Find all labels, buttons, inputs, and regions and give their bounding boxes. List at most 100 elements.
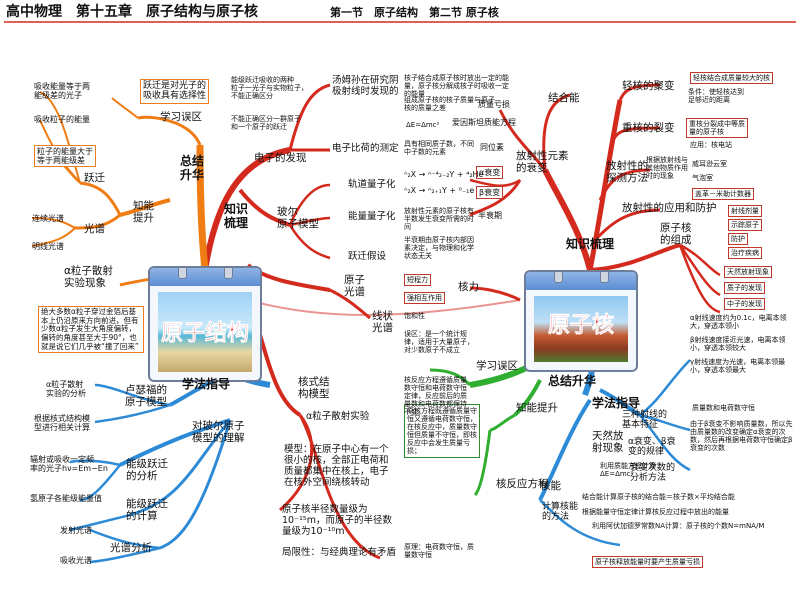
leaf-tracer: 示踪原子 — [728, 219, 762, 232]
leaf-decay-rule2: 由于β衰变不影响质量数，所以先由质量数的改变确定α衰变的次数，然后再根据电荷数守… — [690, 420, 793, 453]
leaf-strong: 强相互作用 — [404, 292, 445, 305]
leaf-saturation: 饱和性 — [404, 312, 425, 320]
leaf-absorb-ge: 粒子的能量大于 等于两能级差 — [34, 145, 96, 168]
center-label-left: 原子结构 — [160, 321, 250, 347]
node-electron: 电子的发现 — [254, 152, 307, 164]
leaf-emission: 发射光谱 — [60, 526, 92, 535]
green-box-note: 核反应方程遵循质量数守恒和电荷数守恒定律，反应前后的质量数和电荷数都保持不变。 — [404, 376, 467, 417]
leaf-heavy-split: 重核分裂成中等质 量的原子核 — [686, 118, 748, 139]
center-node-atomic-structure: 原子结构 — [148, 266, 262, 382]
node-nuclear-force: 核力 — [458, 281, 479, 293]
node-radio-detect: 放射性的 探测方法 — [606, 160, 648, 185]
node-atom-spectrum: 原子 光谱 — [344, 274, 365, 299]
node-improve-right: 知能提升 — [516, 402, 558, 414]
leaf-proton: 质子的发现 — [724, 282, 765, 295]
leaf-avg-binding: 结合能计算原子核的结合能＝核子数×平均结合能 — [582, 493, 735, 501]
node-limitation: 局限性：与经典理论有矛盾 — [282, 547, 397, 558]
leaf-ray-alpha: α射线速度约为0.1c，电离本领大，穿透本领小 — [690, 314, 787, 331]
leaf-radiation-formula: 辐射或吸收一定频 率的光子hν=Em−En — [30, 455, 108, 474]
node-bohr-understand: 对玻尔原子 模型的理解 — [192, 420, 245, 445]
node-spec-analysis: 光谱分析 — [110, 542, 152, 554]
leaf-bright: 明线光谱 — [32, 242, 64, 251]
scatter-box: 绝大多数α粒子穿过金箔后基本上仍沿原来方向前进，但有少数α粒子发生大角度偏转，偏… — [38, 306, 144, 354]
node-review-right: 学习误区 — [476, 360, 518, 372]
green-box-principle: 原理：电荷数守恒，质量数守恒 — [404, 543, 474, 560]
leaf-counter: 盖革－米勒计数器 — [692, 188, 754, 201]
node-summary-right: 总结升华 — [548, 374, 597, 388]
leaf-misconception: 误区：是一个统计规律，适用于大量原子，对少数原子不成立 — [404, 330, 474, 355]
leaf-ray-gamma: γ射线速度为光速，电离本领最小，穿透本领最大 — [690, 358, 786, 375]
green-box-equation: 原核方程既遵循质量守恒又遵循电荷数守恒，在核反应中，质量数守恒但质量不守恒，即核… — [404, 404, 480, 459]
leaf-cloud-note: 根据放射线与 其他物质作用 时的现象 — [646, 156, 688, 181]
leaf-binding-note: 核子结合成原子核时放出一定的能量，原子核分解成核子时吸收一定的能量 — [404, 74, 509, 99]
leaf-mass-loss: 质量亏损 — [478, 100, 510, 109]
leaf-ray-beta: β射线速度接近光速，电离本领小，穿透本领较大 — [690, 336, 786, 353]
node-ab-decay: α衰变、β衰 变的规律 — [628, 437, 676, 458]
node-binding: 结合能 — [548, 92, 580, 104]
node-nuclear-energy: 核能 — [540, 480, 561, 492]
leaf-short-range: 短程力 — [404, 274, 431, 287]
leaf-energy-conservation: 根据能量守恒定律计算核反应过程中放出的能量 — [582, 508, 729, 516]
node-decay: 放射性元素 的衰变 — [516, 150, 569, 175]
page-title: 高中物理 第十五章 原子结构与原子核 — [6, 4, 258, 20]
beach-image — [158, 292, 252, 372]
leaf-emc: ΔE=Δmc² — [406, 121, 440, 129]
leaf-decay-eq1: ᴬ₂X → ᴬ⁻⁴₂₋₂Y + ⁴₂He — [404, 170, 484, 179]
node-composition: 原子核 的组成 — [660, 222, 692, 247]
node-level-jump: 能级跃迁 的分析 — [126, 458, 168, 483]
node-thomson: 汤姆孙在研究阴 极射线时发现的 — [332, 75, 399, 97]
node-nuclear-equation: 核反应方程 — [496, 478, 549, 490]
leaf-alpha-analysis: α粒子散射 实验的分析 — [46, 380, 86, 399]
leaf-fusion-cond2: 条件：使轻核达到 足够近的距离 — [688, 88, 744, 105]
leaf-absorption: 吸收光谱 — [60, 556, 92, 565]
leaf-bubble: 气泡室 — [692, 174, 713, 182]
leaf-neutron: 中子的发现 — [724, 298, 765, 311]
leaf-hydrogen: 氢原子各能级能量值 — [30, 494, 102, 503]
node-three-rays: 三种射线的 基本特征 — [622, 410, 668, 431]
leaf-model-calc: 根据核式结构模 型进行相关计算 — [34, 414, 90, 433]
node-scatter-phenomenon: α粒子散射 实验现象 — [64, 265, 113, 290]
leaf-mass-formula: 利用质能方程计算：ΔE=Δmc² — [600, 462, 663, 479]
node-improve-left: 知能 提升 — [133, 200, 154, 225]
node-knowledge-left: 知识 梳理 — [224, 202, 249, 230]
node-natural-decay: 天然放 射现象 — [592, 430, 624, 455]
node-size-text: 原子核半径数量级为10⁻¹⁵m，而原子的半径数量级为10⁻¹⁰m — [282, 504, 392, 537]
leaf-isotope: 同位素 — [480, 143, 504, 152]
leaf-radio-dose: 射线剂量 — [728, 205, 762, 218]
node-summary-left: 总结 升华 — [180, 154, 205, 182]
node-radio-use: 放射性的应用和防护 — [622, 202, 717, 214]
rock-image — [534, 296, 628, 362]
center-node-nucleus: 原子核 — [524, 270, 638, 372]
node-jump: 跃迁 — [84, 172, 105, 184]
node-hypothesis: 跃迁假设 — [348, 251, 387, 262]
leaf-decay-eq2: ᴬ₂X → ᴬ₂₊₁Y + ⁰₋₁e — [404, 186, 475, 195]
node-knowledge-right: 知识梳理 — [566, 237, 615, 251]
leaf-alpha-decay: α衰变 — [476, 166, 504, 180]
page-subtitle: 第一节 原子结构 第二节 原子核 — [330, 6, 499, 19]
leaf-absorb-particle: 吸收粒子的能量 — [34, 115, 90, 124]
review-note-1: 能级跃迁吸收的两种 粒子一光子与实物粒子， 不能正确区分 — [231, 76, 308, 101]
node-orbit: 轨道量子化 — [348, 179, 396, 190]
center-label-right: 原子核 — [547, 313, 615, 339]
node-bohr: 玻尔 原子模型 — [277, 206, 319, 231]
leaf-natural-radio: 天然放射现象 — [724, 266, 772, 279]
node-spectrum: 光谱 — [84, 223, 105, 235]
leaf-protect: 防护 — [728, 233, 748, 246]
node-rutherford: 卢瑟福的 原子模型 — [125, 384, 167, 409]
node-method-left: 学法指导 — [182, 377, 231, 391]
node-decay-analysis: 衰变次数的 分析方法 — [630, 463, 676, 484]
node-nuclear-model: 核式结 构模型 — [298, 376, 330, 401]
leaf-decay-rule: 质量数和电荷数守恒 — [692, 404, 755, 412]
leaf-absorb-equal: 吸收能量等于两 能级差的光子 — [34, 82, 90, 101]
leaf-continuous: 连续光谱 — [32, 214, 64, 223]
node-fusion: 轻核的聚变 — [622, 80, 675, 92]
node-charge: 电子比荷的测定 — [332, 143, 399, 154]
review-box: 跃迁是对光子的 吸收具有选择性 — [140, 79, 210, 104]
node-calc-method: 计算核能 的方法 — [542, 502, 579, 523]
leaf-half-note: 放射性元素的原子核有半数发生衰变所需的时间 — [404, 207, 474, 232]
node-alpha-exp: α粒子散射实验 — [306, 411, 370, 422]
node-line-spectrum: 线状 光谱 — [372, 310, 393, 335]
leaf-isotope-note: 具有相同质子数，不同中子数的元素 — [404, 140, 474, 157]
